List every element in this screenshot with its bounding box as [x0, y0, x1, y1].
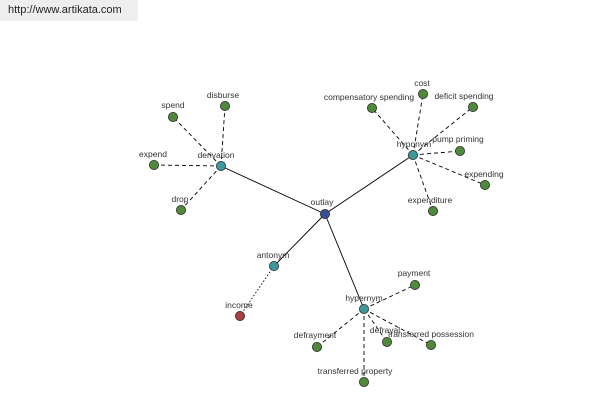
- graph-nodes: [148, 89, 490, 387]
- label-deficit-spending[interactable]: deficit spending: [434, 91, 493, 101]
- edge-outlay-hyponym: [324, 154, 414, 215]
- label-hyponym[interactable]: hyponym: [397, 139, 432, 149]
- label-antonym[interactable]: antonym: [257, 250, 290, 260]
- graph-labels: spend disburse expend drop derivation compens…: [139, 78, 504, 376]
- label-defrayment[interactable]: defrayment: [294, 330, 337, 340]
- edge-hyponym-expending: [412, 154, 486, 186]
- edge-antonym-income: [239, 265, 275, 317]
- node-transferred-property[interactable]: [358, 376, 369, 387]
- label-derivation[interactable]: derivation: [198, 150, 235, 160]
- edge-hypernym-transferred-possession: [363, 308, 432, 346]
- label-payment[interactable]: payment: [398, 268, 431, 278]
- node-expend[interactable]: [148, 159, 159, 170]
- edge-derivation-disburse: [220, 105, 226, 167]
- label-spend[interactable]: spend: [161, 100, 184, 110]
- edge-hypernym-payment: [363, 284, 416, 310]
- label-transferred-possession[interactable]: transferred possession: [388, 329, 474, 339]
- node-transferred-possession[interactable]: [425, 339, 436, 350]
- node-expenditure[interactable]: [427, 205, 438, 216]
- label-income[interactable]: income: [225, 300, 253, 310]
- node-hypernym[interactable]: [358, 303, 369, 314]
- label-expenditure[interactable]: expenditure: [408, 195, 453, 205]
- node-derivation[interactable]: [215, 160, 226, 171]
- graph-edges: [153, 93, 486, 382]
- node-spend[interactable]: [167, 112, 178, 123]
- edge-outlay-hypernym: [324, 213, 365, 310]
- label-disburse[interactable]: disburse: [207, 90, 239, 100]
- edge-hyponym-cost: [412, 93, 424, 156]
- node-defrayment[interactable]: [311, 341, 322, 352]
- label-hypernym[interactable]: hypernym: [345, 293, 382, 303]
- edge-hyponym-compensatory-spending: [371, 107, 414, 156]
- edge-hyponym-deficit-spending: [412, 106, 474, 156]
- edge-hyponym-expenditure: [412, 154, 434, 212]
- node-drop[interactable]: [175, 204, 186, 215]
- edge-derivation-drop: [180, 165, 222, 211]
- url-banner: http://www.artikata.com: [0, 0, 138, 21]
- site-url-link[interactable]: http://www.artikata.com: [8, 4, 122, 16]
- label-expend[interactable]: expend: [139, 149, 167, 159]
- edge-hyponym-pump-priming: [412, 150, 461, 156]
- label-transferred-property[interactable]: transferred property: [318, 366, 393, 376]
- node-deficit-spending[interactable]: [467, 102, 478, 113]
- edge-hypernym-defrayment: [316, 308, 365, 348]
- node-outlay[interactable]: [319, 208, 330, 219]
- node-payment[interactable]: [409, 279, 420, 290]
- node-expending[interactable]: [479, 179, 490, 190]
- label-defrayal[interactable]: defrayal: [370, 325, 400, 335]
- label-pump-priming[interactable]: pump priming: [432, 134, 484, 144]
- node-pump-priming[interactable]: [454, 145, 465, 156]
- label-expending[interactable]: expending: [464, 169, 504, 179]
- node-antonym[interactable]: [268, 260, 279, 271]
- node-compensatory-spending[interactable]: [366, 103, 377, 114]
- node-cost[interactable]: [417, 89, 428, 100]
- edge-outlay-derivation: [220, 165, 326, 215]
- node-hyponym[interactable]: [407, 149, 418, 160]
- edge-outlay-antonym: [273, 213, 326, 267]
- label-compensatory-spending[interactable]: compensatory spending: [324, 92, 415, 102]
- node-income[interactable]: [234, 310, 245, 321]
- label-drop[interactable]: drop: [171, 194, 188, 204]
- edge-derivation-spend: [172, 116, 222, 167]
- node-disburse[interactable]: [219, 101, 230, 112]
- label-outlay[interactable]: outlay: [311, 197, 334, 207]
- node-defrayal[interactable]: [381, 336, 392, 347]
- edge-derivation-expend: [153, 164, 222, 167]
- label-cost[interactable]: cost: [414, 78, 430, 88]
